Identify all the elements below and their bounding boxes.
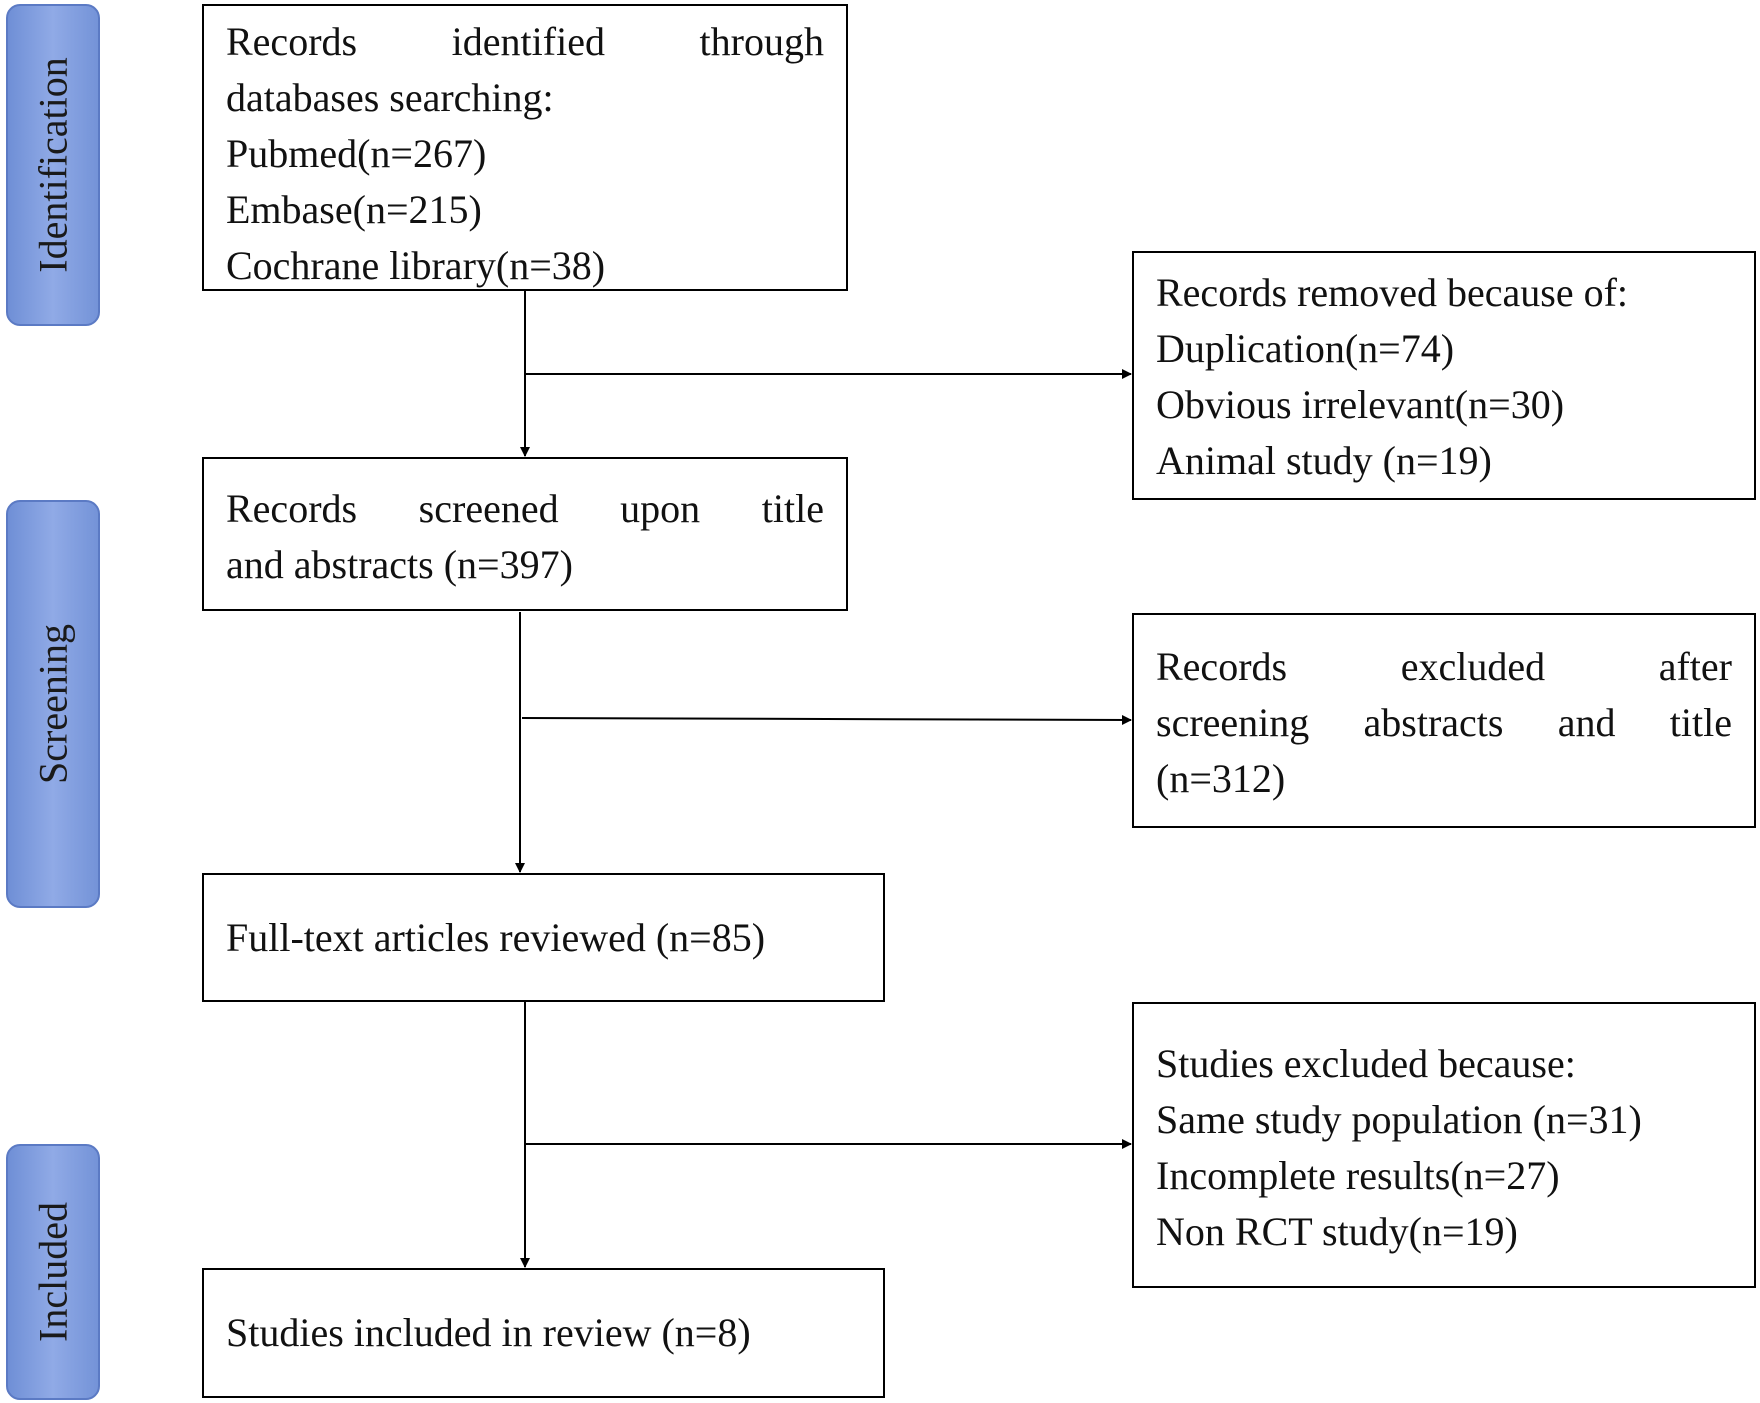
identified-line-2: databases searching: xyxy=(226,75,554,120)
embase-count: Embase(n=215) xyxy=(226,187,482,232)
fulltext-reviewed-box: Full-text articles reviewed (n=85) xyxy=(202,873,885,1002)
animal-study-count: Animal study (n=19) xyxy=(1156,438,1492,483)
non-rct-count: Non RCT study(n=19) xyxy=(1156,1209,1518,1254)
identified-line-1: Records identified through xyxy=(226,19,824,64)
phase-screening: Screening xyxy=(6,500,100,908)
pubmed-count: Pubmed(n=267) xyxy=(226,131,487,176)
duplication-count: Duplication(n=74) xyxy=(1156,326,1455,371)
arrow-to-excluded-screening xyxy=(521,714,1132,725)
records-identified-box: Records identified through databases sea… xyxy=(202,4,848,291)
fulltext-reviewed-text: Full-text articles reviewed (n=85) xyxy=(226,914,766,960)
screened-line-1: Records screened upon title xyxy=(226,486,824,531)
excluded-screening-count: (n=312) xyxy=(1156,756,1286,801)
studies-excluded-box: Studies excluded because: Same study pop… xyxy=(1132,1002,1756,1288)
excluded-fulltext-line-1: Studies excluded because: xyxy=(1156,1041,1576,1086)
same-population-count: Same study population (n=31) xyxy=(1156,1097,1642,1142)
records-excluded-screening-box: Records excluded after screening abstrac… xyxy=(1132,613,1756,828)
incomplete-results-count: Incomplete results(n=27) xyxy=(1156,1153,1560,1198)
irrelevant-count: Obvious irrelevant(n=30) xyxy=(1156,382,1565,427)
studies-included-text: Studies included in review (n=8) xyxy=(226,1310,751,1355)
records-removed-box: Records removed because of: Duplication(… xyxy=(1132,251,1756,500)
records-screened-box: Records screened upon title and abstract… xyxy=(202,457,848,611)
excluded-screening-line-2: screening abstracts and title xyxy=(1156,700,1732,745)
cochrane-count: Cochrane library(n=38) xyxy=(226,243,606,288)
removed-line-1: Records removed because of: xyxy=(1156,270,1629,315)
phase-identification: Identification xyxy=(6,4,100,326)
excluded-screening-line-1: Records excluded after xyxy=(1156,644,1732,689)
studies-included-box: Studies included in review (n=8) xyxy=(202,1268,885,1398)
screened-line-2: and abstracts (n=397) xyxy=(226,542,573,587)
phase-included: Included xyxy=(6,1144,100,1400)
